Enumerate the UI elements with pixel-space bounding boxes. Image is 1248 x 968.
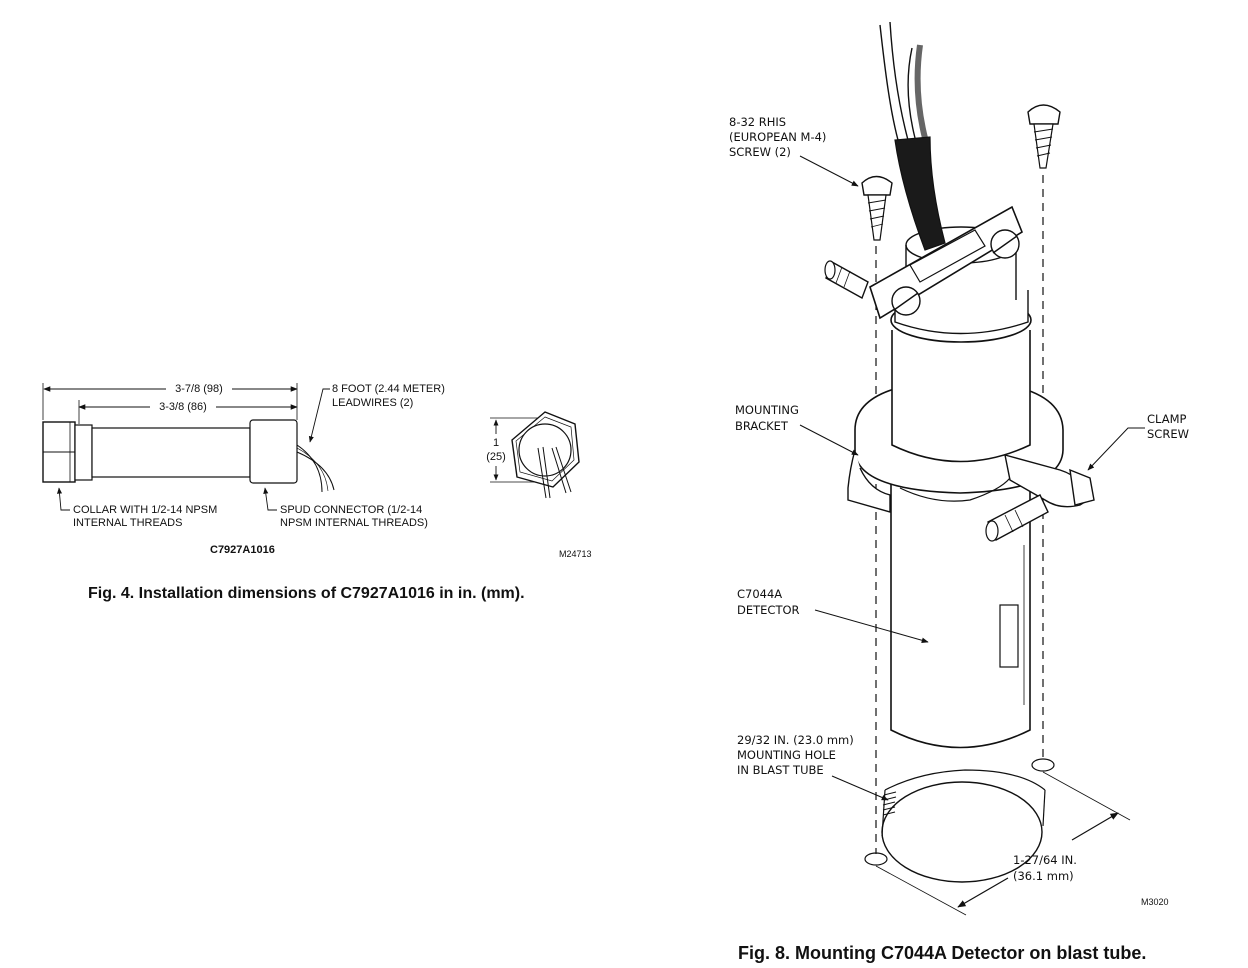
screw-hole-right	[1031, 758, 1055, 772]
screw-hole-left	[864, 852, 888, 866]
leadwires-leader	[308, 388, 330, 443]
leadwires-label-1: 8 FOOT (2.44 METER)	[332, 383, 445, 395]
fig8-diagram: 8-32 RHIS (EUROPEAN M-4) SCREW (2) MOUNT…	[729, 21, 1189, 963]
mounting-screw-left	[861, 175, 893, 241]
bracket-label-2: BRACKET	[735, 419, 789, 433]
sensor-tube	[91, 427, 251, 478]
hole-label-1: 29/32 IN. (23.0 mm)	[737, 733, 854, 747]
detector-label-2: DETECTOR	[737, 603, 800, 617]
collar-leader	[57, 487, 70, 511]
clamp-leader	[1087, 427, 1145, 471]
spacing-label-2: (36.1 mm)	[1013, 869, 1074, 883]
fig4-caption: Fig. 4. Installation dimensions of C7927…	[88, 585, 525, 602]
leadwire-1	[296, 444, 323, 493]
collar-label-2: INTERNAL THREADS	[73, 517, 182, 529]
clamp-strap	[869, 205, 1023, 320]
hex-dim-label-2: (25)	[486, 451, 506, 463]
air-fitting-top	[824, 260, 869, 300]
fig4-drawing-code: M24713	[559, 549, 592, 559]
spud-label-2: NPSM INTERNAL THREADS)	[280, 517, 428, 529]
spud-label-1: SPUD CONNECTOR (1/2-14	[280, 504, 422, 516]
detector-cylinder	[890, 480, 1031, 749]
fig8-drawing-code: M3020	[1141, 897, 1169, 907]
dim-body-label: 3-3/8 (86)	[159, 401, 207, 413]
leadwires-label-2: LEADWIRES (2)	[332, 397, 413, 409]
hex-dim-label-1: 1	[493, 437, 499, 449]
hex-end-view: 1 (25)	[486, 411, 580, 499]
fig4-diagram: 3-7/8 (98) 3-3/8 (86) 8 FOOT (2.44 METER…	[42, 381, 592, 602]
spacing-dim-line-lower	[957, 877, 1009, 908]
clamp-label-2: SCREW	[1147, 427, 1189, 441]
leadwire-cable	[879, 21, 946, 251]
bracket-label-1: MOUNTING	[735, 403, 799, 417]
clamp-label-1: CLAMP	[1147, 412, 1186, 426]
collar-label-1: COLLAR WITH 1/2-14 NPSM	[73, 504, 217, 516]
mounting-screw-right	[1027, 104, 1061, 169]
detector-label-1: C7044A	[737, 587, 782, 601]
fig8-caption: Fig. 8. Mounting C7044A Detector on blas…	[738, 943, 1146, 963]
clamp-screw	[985, 468, 1095, 542]
hole-leader	[831, 775, 889, 801]
hole-label-3: IN BLAST TUBE	[737, 763, 824, 777]
screw-label-2: (EUROPEAN M-4)	[729, 130, 826, 144]
c7044a-detector	[890, 480, 1031, 749]
hex-bore	[518, 423, 572, 477]
spacing-dim-line-upper	[1071, 812, 1119, 841]
screw-label-3: SCREW (2)	[729, 145, 791, 159]
screw-leader	[799, 155, 859, 187]
screw-label-1: 8-32 RHIS	[729, 115, 786, 129]
spud-leader	[263, 487, 277, 511]
spud-connector	[249, 419, 298, 484]
leadwire-2	[296, 451, 335, 491]
hole-label-2: MOUNTING HOLE	[737, 748, 836, 762]
spacing-label-1: 1-27/64 IN.	[1013, 853, 1077, 867]
c7927-sensor	[42, 419, 335, 493]
dim-overall-label: 3-7/8 (98)	[175, 383, 223, 395]
detector-leader	[814, 609, 929, 643]
bracket-leader	[799, 424, 859, 456]
fig4-model-label: C7927A1016	[210, 544, 275, 556]
